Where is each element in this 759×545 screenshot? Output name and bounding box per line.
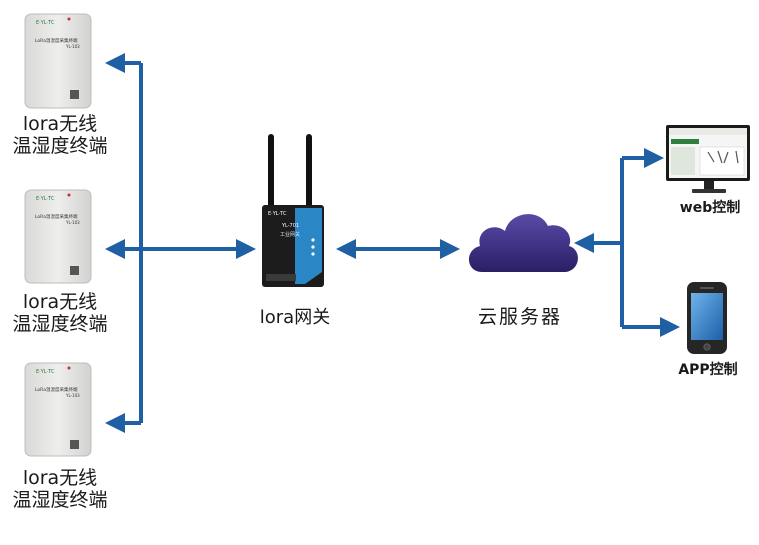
sensor-device-2: E·YL·TC LoRa温湿度采集终端 YL-103 bbox=[24, 189, 92, 284]
gateway-subtitle: 工业网关 bbox=[280, 231, 300, 238]
sensor-label-line1: lora无线 bbox=[22, 467, 98, 489]
sensor-label-1: lora无线 温湿度终端 bbox=[0, 113, 120, 158]
sensor-brand: E·YL·TC bbox=[36, 369, 55, 375]
gateway-device: E·YL·TC YL-701 工业网关 bbox=[262, 134, 324, 287]
monitor-icon bbox=[666, 125, 750, 193]
web-control-label: web控制 bbox=[679, 200, 741, 216]
sensor-label-line1: lora无线 bbox=[22, 113, 98, 135]
sensor-bus-connector bbox=[105, 53, 256, 433]
sensor-device-name: LoRa温湿度采集终端 bbox=[35, 386, 78, 393]
sensor-box-icon bbox=[24, 362, 92, 457]
sensor-box-icon bbox=[24, 13, 92, 109]
sensor-device-3: E·YL·TC LoRa温湿度采集终端 YL-103 bbox=[24, 362, 92, 457]
sensor-model: YL-103 bbox=[65, 44, 80, 49]
gateway-model: YL-701 bbox=[281, 223, 299, 229]
sensor-device-name: LoRa温湿度采集终端 bbox=[35, 213, 78, 220]
sensor-label-line2: 温湿度终端 bbox=[12, 135, 108, 158]
client-connector bbox=[574, 148, 680, 337]
cloud-label: 云服务器 bbox=[477, 306, 562, 328]
sensor-label-line2: 温湿度终端 bbox=[12, 313, 108, 336]
sensor-box-icon bbox=[24, 189, 92, 284]
sensor-label-2: lora无线 温湿度终端 bbox=[0, 291, 120, 336]
sensor-model: YL-103 bbox=[65, 393, 80, 398]
sensor-device-1: E·YL·TC LoRa温湿度采集终端 YL-103 bbox=[24, 13, 92, 109]
sensor-model: YL-103 bbox=[65, 220, 80, 225]
app-control-label: APP控制 bbox=[678, 362, 738, 378]
router-icon bbox=[262, 134, 324, 287]
sensor-label-line1: lora无线 bbox=[22, 291, 98, 313]
gateway-brand: E·YL·TC bbox=[268, 211, 287, 217]
gateway-label: lora网关 bbox=[259, 307, 331, 328]
cloud-icon bbox=[468, 214, 578, 272]
sensor-brand: E·YL·TC bbox=[36, 196, 55, 202]
sensor-label-line2: 温湿度终端 bbox=[12, 489, 108, 512]
sensor-device-name: LoRa温湿度采集终端 bbox=[35, 37, 78, 44]
smartphone-icon bbox=[687, 282, 727, 354]
sensor-label-3: lora无线 温湿度终端 bbox=[0, 467, 120, 512]
sensor-brand: E·YL·TC bbox=[36, 20, 55, 26]
